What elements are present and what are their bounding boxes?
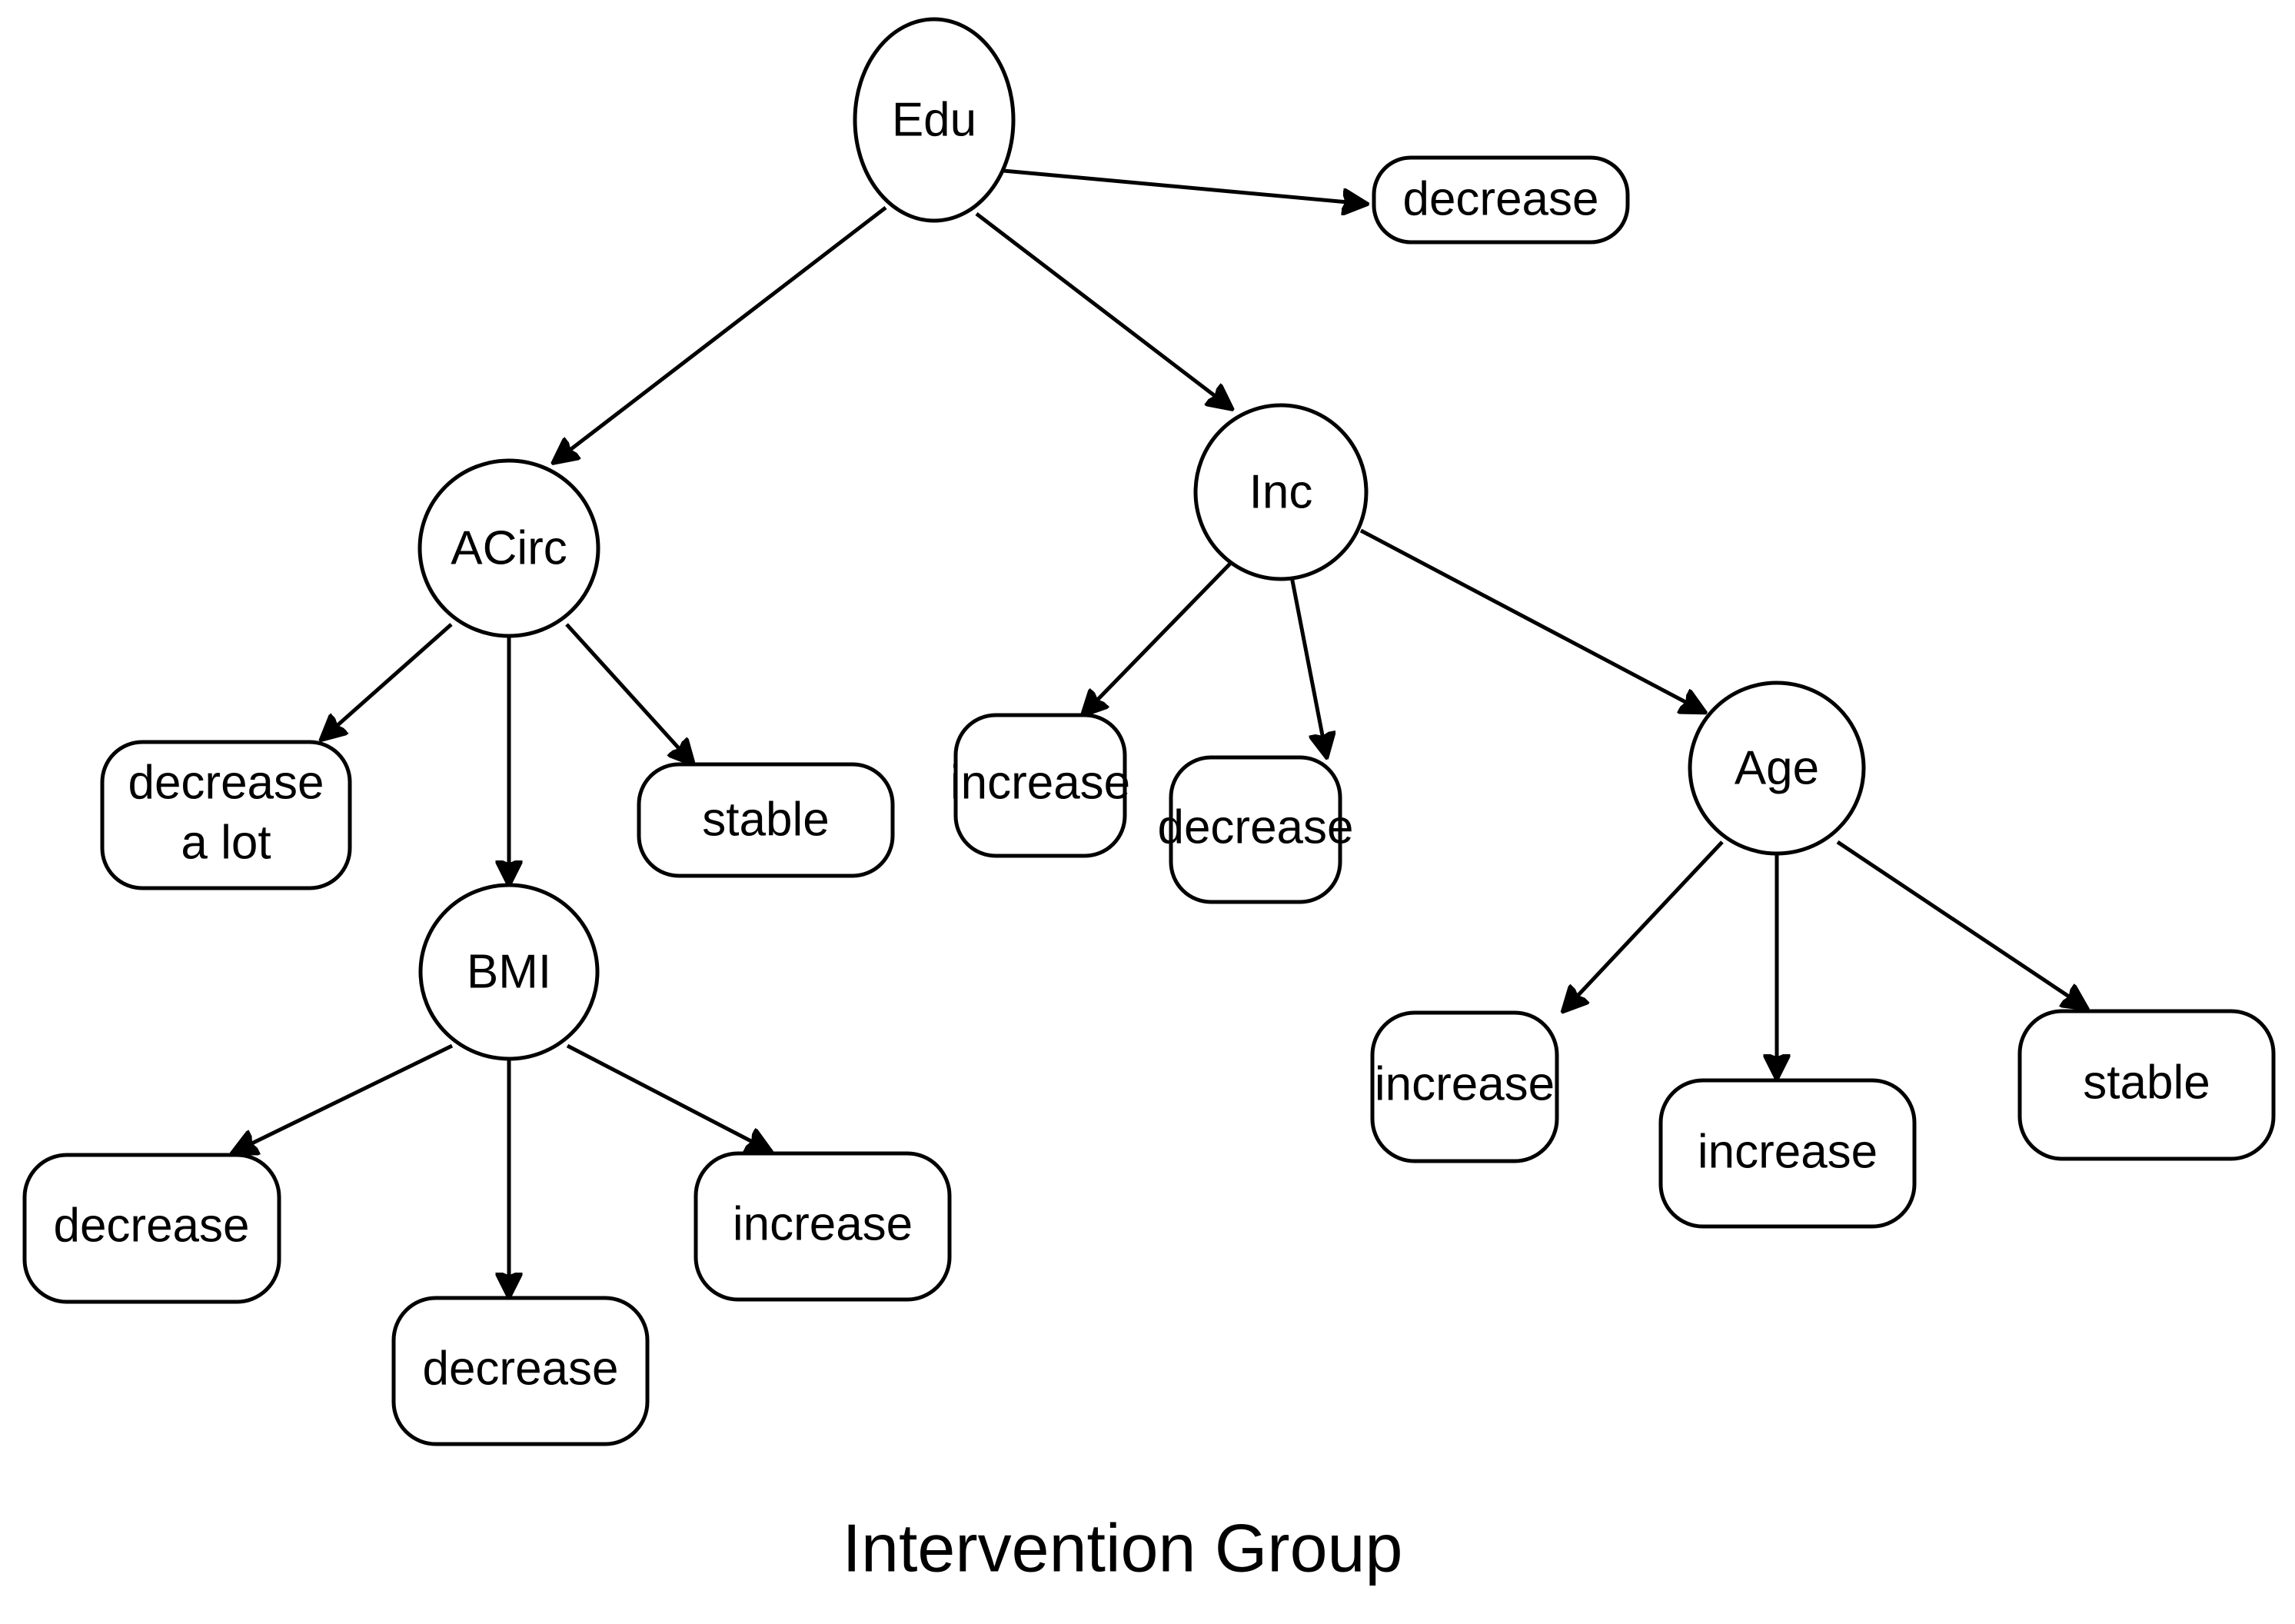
- leaf-age-increase-box[interactable]: [1370, 1010, 1559, 1163]
- node-bmi-ellipse[interactable]: [418, 883, 600, 1061]
- node-bmi[interactable]: BMI: [418, 883, 600, 1061]
- leaf-acirc-stable[interactable]: stable: [637, 762, 895, 878]
- edge-bmi-to-decrease: [234, 1043, 454, 1152]
- edge-edu-to-inc: [975, 212, 1230, 408]
- node-bmi-label: BMI: [467, 945, 551, 998]
- edge-age-to-stable: [1836, 840, 2085, 1007]
- leaf-bmi-decrease-2-box[interactable]: [391, 1296, 650, 1446]
- leaf-bmi-increase-box[interactable]: [693, 1151, 952, 1302]
- leaf-age-stable-box[interactable]: [2017, 1009, 2276, 1161]
- leaf-bmi-increase[interactable]: increase: [693, 1151, 952, 1302]
- node-edu-label: Edu: [892, 93, 976, 146]
- node-inc-label: Inc: [1249, 465, 1313, 518]
- leaf-inc-increase-label: increase: [950, 756, 1130, 809]
- edge-acirc-to-decrease-a-lot: [323, 623, 453, 738]
- edge-acirc-to-stable: [565, 623, 692, 763]
- leaf-acirc-decrease-a-lot[interactable]: decrease a lot: [100, 740, 352, 890]
- leaf-acirc-decrease-a-lot-label-line2: a lot: [181, 816, 271, 869]
- edge-bmi-to-increase: [566, 1043, 769, 1150]
- node-age[interactable]: Age: [1688, 681, 1866, 856]
- leaf-edu-decrease[interactable]: decrease: [1372, 155, 1630, 245]
- edges-group: [234, 168, 2085, 1295]
- leaf-bmi-decrease-label: decrease: [53, 1199, 249, 1252]
- edge-inc-to-increase: [1084, 562, 1232, 714]
- leaf-acirc-decrease-a-lot-label-line1: decrease: [128, 756, 324, 809]
- leaf-acirc-stable-label: stable: [702, 793, 829, 846]
- edge-inc-to-age: [1359, 528, 1703, 711]
- leaf-bmi-decrease[interactable]: decrease: [22, 1153, 281, 1304]
- leaf-age-increase[interactable]: increase: [1370, 1010, 1559, 1163]
- leaf-age-increase-2[interactable]: increase: [1658, 1078, 1917, 1229]
- leaf-acirc-stable-box[interactable]: [637, 762, 895, 878]
- node-edu-ellipse[interactable]: [853, 17, 1016, 223]
- leaf-acirc-decrease-a-lot-box[interactable]: [100, 740, 352, 890]
- node-inc[interactable]: Inc: [1193, 403, 1369, 581]
- leaf-bmi-decrease-2[interactable]: decrease: [391, 1296, 650, 1446]
- leaf-inc-decrease[interactable]: decrease: [1157, 755, 1354, 904]
- leaves-group: decrease decrease a lot stable increase: [22, 155, 2276, 1446]
- leaf-age-increase-2-box[interactable]: [1658, 1078, 1917, 1229]
- edge-age-to-increase: [1565, 840, 1724, 1010]
- nodes-group: Edu ACirc Inc Age BMI: [417, 17, 1866, 1061]
- edge-edu-to-decrease: [1003, 168, 1365, 204]
- node-age-ellipse[interactable]: [1688, 681, 1866, 856]
- leaf-edu-decrease-label: decrease: [1402, 172, 1598, 225]
- figure-caption: Intervention Group: [843, 1509, 1403, 1586]
- leaf-inc-increase-box[interactable]: [953, 713, 1127, 858]
- leaf-edu-decrease-box[interactable]: [1372, 155, 1630, 245]
- leaf-age-stable-label: stable: [2083, 1056, 2210, 1109]
- edge-inc-to-decrease: [1289, 576, 1326, 755]
- leaf-age-stable[interactable]: stable: [2017, 1009, 2276, 1161]
- leaf-inc-decrease-box[interactable]: [1169, 755, 1342, 904]
- leaf-age-increase-2-label: increase: [1698, 1125, 1878, 1178]
- node-acirc-label: ACirc: [451, 521, 567, 574]
- leaf-inc-increase[interactable]: increase: [950, 713, 1130, 858]
- node-acirc-ellipse[interactable]: [417, 458, 600, 638]
- leaf-bmi-decrease-box[interactable]: [22, 1153, 281, 1304]
- leaf-age-increase-label: increase: [1375, 1057, 1555, 1110]
- node-edu[interactable]: Edu: [853, 17, 1016, 223]
- edge-edu-to-acirc: [555, 206, 887, 461]
- node-acirc[interactable]: ACirc: [417, 458, 600, 638]
- leaf-bmi-decrease-2-label: decrease: [422, 1342, 618, 1395]
- leaf-bmi-increase-label: increase: [733, 1197, 913, 1250]
- node-inc-ellipse[interactable]: [1193, 403, 1369, 581]
- leaf-inc-decrease-label: decrease: [1157, 800, 1353, 854]
- node-age-label: Age: [1735, 741, 1819, 794]
